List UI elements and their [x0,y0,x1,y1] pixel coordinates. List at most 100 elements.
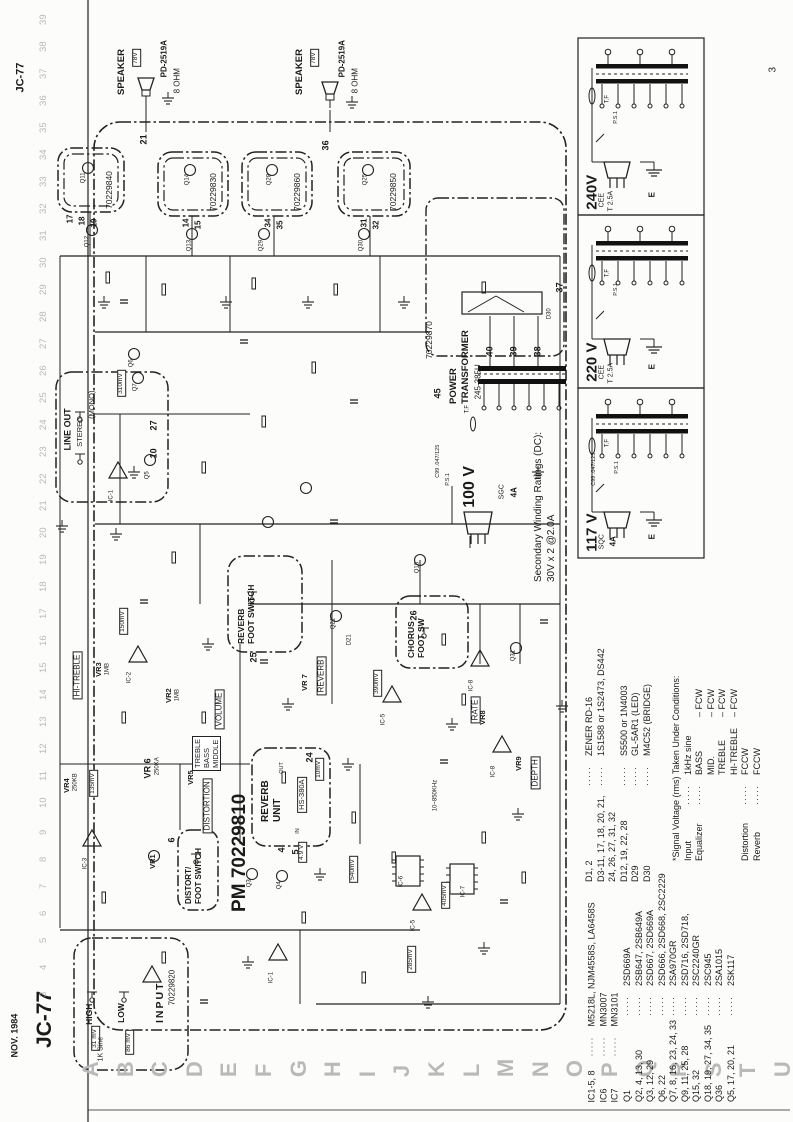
grid-number: 31 [38,230,50,241]
power-switch-label: P.S.1 [613,282,620,296]
power-board-code: 70229870 [424,321,435,359]
main-board-code: PM 70229810 [229,793,251,912]
component-ref: Q6 [128,359,135,368]
grid-number: 14 [38,689,50,700]
grid-number: 6 [38,910,50,916]
thermal-fuse-label: T.F [604,94,611,104]
grid-number: 7 [38,883,50,889]
component-ref: IC-3 [82,857,89,870]
component-value: C99 .047/125 [435,444,442,478]
grid-number: 12 [38,743,50,754]
grid-number: 8 [38,856,50,862]
module-board-code: 70229850 [388,173,399,211]
component-ref: VR2 [163,688,173,704]
grid-number: 39 [38,14,50,25]
voltage-callout: 10mV [314,758,324,782]
control-label: DEPTH [531,755,542,789]
component-ref: IC-7 [460,885,467,898]
grid-number: 19 [38,554,50,565]
connector-pin: 10 [148,448,159,459]
component-ref: IC-6 [398,875,405,888]
speaker-model: PD-2519A [160,39,170,77]
page-number: 3 [767,66,779,73]
voltage-callout: 390mV [372,670,382,698]
power-switch-label: P.S.1 [613,110,620,124]
connector-pin: 40 [484,346,495,357]
component-ref: Q14 [184,173,191,186]
grid-number: 34 [38,149,50,160]
signal-voltage-conditions: *Signal Voltage (rms) Taken Under Condit… [671,675,762,861]
control-label: DISTORTION [203,777,214,833]
plug-type-label: CEE [598,364,606,380]
component-ref: Q25 [362,173,369,186]
control-label: REVERB [317,656,328,695]
grid-letter: L [458,1063,484,1078]
fuse-rating: T 2.5A [607,362,615,384]
speaker-impedance: 8 OHM [351,67,361,93]
voltage-callout: 540mV [348,856,358,884]
earth-label: E [648,191,658,197]
grid-number: 37 [38,68,50,79]
component-ref: IC-5 [380,713,387,726]
connector-pin: 34 [264,218,274,227]
component-ref: VR 6 [142,758,153,779]
speaker-label: SPEAKER [116,48,128,95]
date-label: NOV. 1984 [9,1013,20,1058]
plug-type-label: SGC [498,483,506,500]
grid-number: 18 [38,581,50,592]
grid-number: 13 [38,716,50,727]
thermal-fuse-label: T.F [604,268,611,278]
input-board-code: 70229820 [168,969,178,1005]
component-value: 1MB [174,688,181,702]
connector-pin: 24 [304,752,315,763]
grid-letter: A [77,1061,103,1078]
grid-number: 38 [38,41,50,52]
grid-letter: D [181,1061,207,1078]
plug-type-label: CEE [598,192,606,208]
transformer-part-number: 245-385U [474,363,484,399]
connector-pin: 32 [372,220,382,229]
connector-pin: 21 [138,134,149,145]
connector-pin: 19 [90,218,100,227]
grid-number: 28 [38,311,50,322]
mains-voltage-label: 220 V [582,342,600,383]
grid-number: 23 [38,446,50,457]
component-ref: Q5 [144,471,151,480]
connector-pin: 26 [408,610,419,621]
grid-letter: O [562,1060,588,1078]
component-ref: Q18 [414,561,421,574]
connector-pin: 14 [182,218,192,227]
connector-pin: 18 [78,216,88,225]
distort-foot-switch-label: DISTORT/FOOT SWITCH [184,848,203,904]
connector-pin: 36 [320,140,331,151]
connector-pin: 17 [66,214,76,223]
fuse-rating: 4A [510,486,520,497]
component-ref: Q11 [80,172,87,184]
voltage-callout: 285mV [406,946,416,974]
input-label: INPUT [154,981,167,1023]
grid-letter: I [354,1071,380,1078]
line-out-stereo: STEREO [74,416,84,448]
grid-letter: K [423,1061,449,1078]
power-switch-label: P.S.1 [614,460,621,474]
grid-number: 35 [38,122,50,133]
component-ref: IC-8 [468,679,475,692]
connector-pin: 4 [276,847,287,853]
grid-number: 16 [38,635,50,646]
mains-voltage-label: 240V [582,175,600,211]
component-ref: VR3 [93,662,103,678]
voltage-callout: 405mV [440,882,450,910]
line-out-mono: (MONO) [86,390,96,420]
grid-letter: C [147,1061,173,1078]
connector-pin: 37 [554,282,565,293]
fuse-rating: 4A [609,535,619,546]
grid-letter: J [389,1064,415,1078]
component-ref: D21 [346,634,353,646]
grid-number: 22 [38,473,50,484]
grid-number: 21 [38,500,50,511]
connector-pin: 15 [194,220,204,229]
grid-number: 26 [38,365,50,376]
grid-letter: E [216,1062,242,1078]
grid-number: 36 [38,95,50,106]
